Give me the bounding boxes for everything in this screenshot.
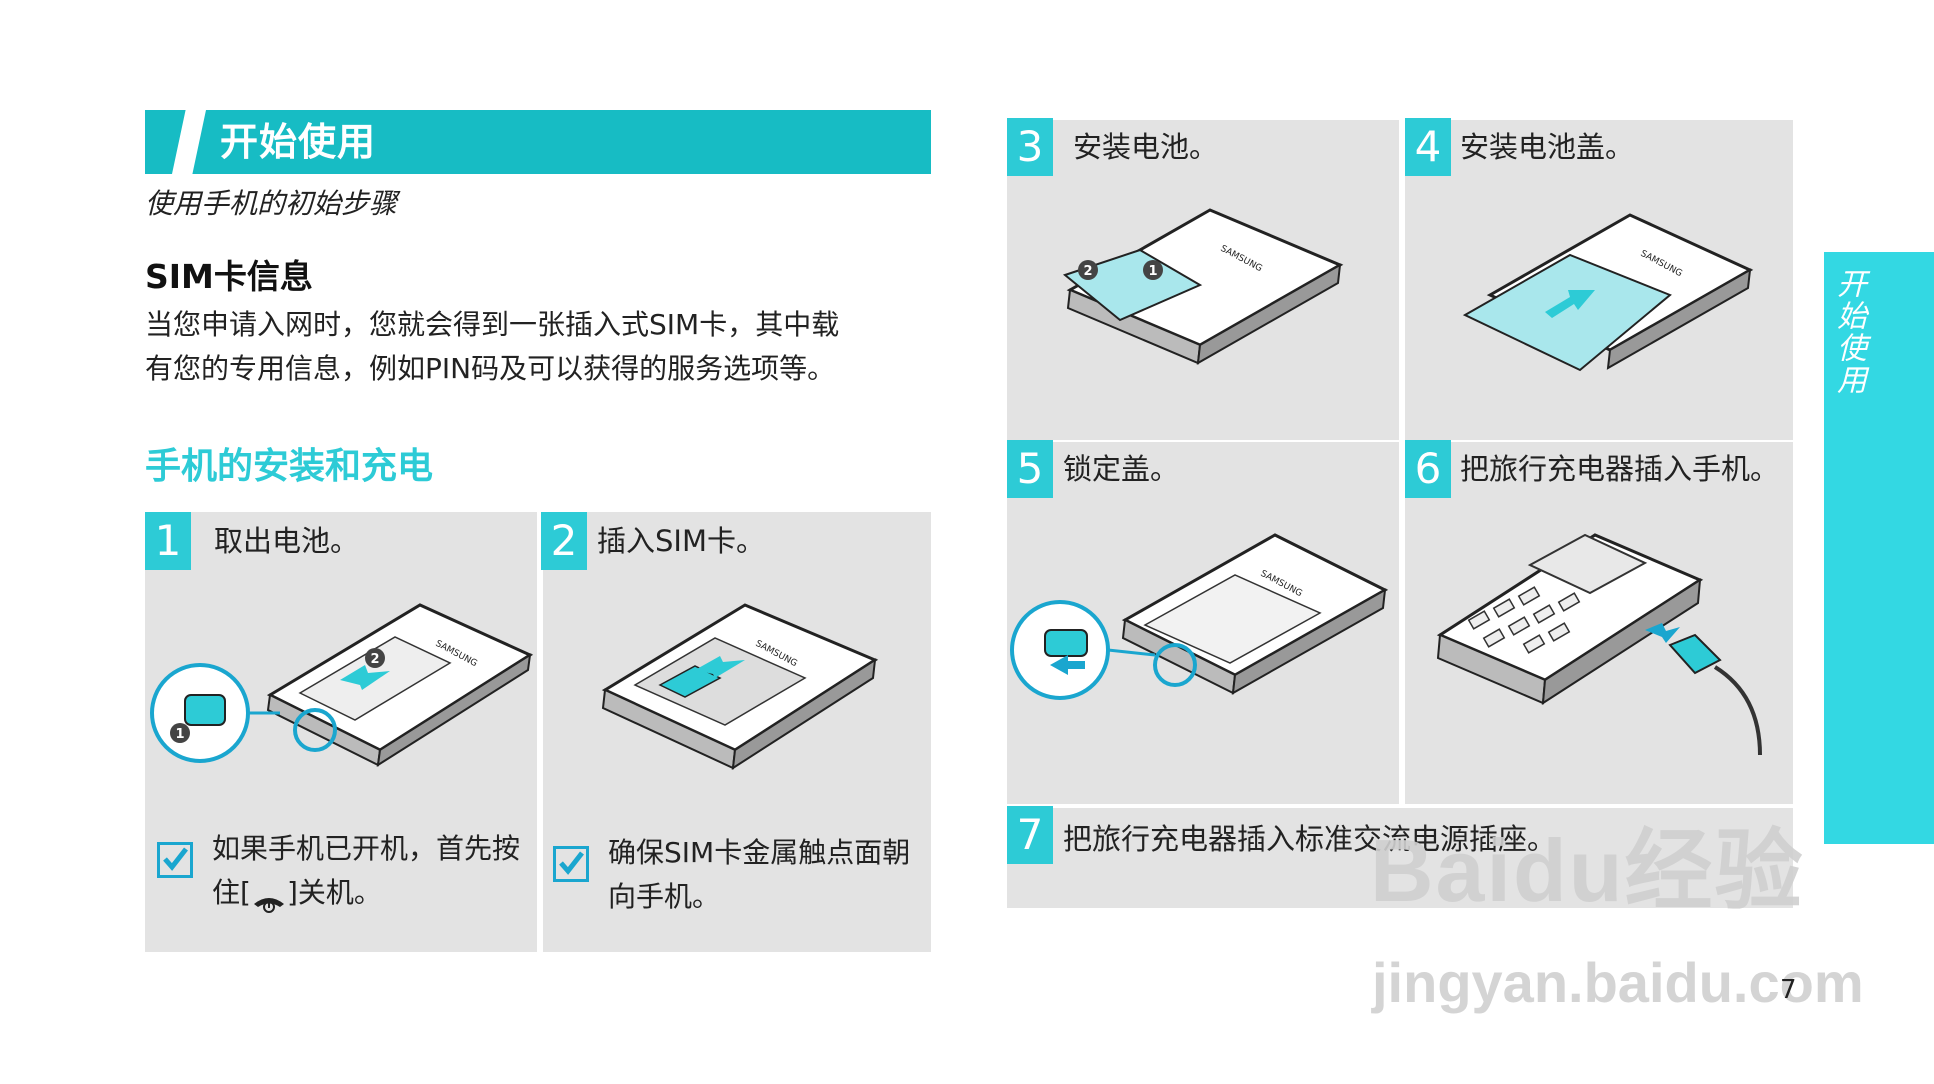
step-4-number: 4: [1405, 118, 1451, 176]
sim-info-paragraph: 当您申请入网时，您就会得到一张插入式SIM卡，其中载 有您的专用信息，例如PIN…: [145, 303, 935, 391]
marker-1-label: 1: [1148, 264, 1157, 279]
step-1-note: 如果手机已开机，首先按 住[ ]关机。: [212, 827, 520, 915]
end-call-key-icon: [251, 883, 287, 905]
sim-info-line-2: 有您的专用信息，例如PIN码及可以获得的服务选项等。: [145, 347, 935, 391]
install-charge-heading: 手机的安装和充电: [145, 437, 433, 489]
step-1-note-pre: 住[: [212, 876, 251, 909]
side-chapter-label: 开始使用: [1834, 268, 1870, 396]
step-7-number: 7: [1007, 806, 1053, 864]
marker-2-label: 2: [370, 652, 379, 667]
check-box-icon: [553, 846, 589, 882]
section-subtitle: 使用手机的初始步骤: [145, 182, 397, 222]
phone-illustration-install-cover: SAMSUNG: [1460, 200, 1760, 400]
step-3-number: 3: [1007, 118, 1053, 176]
page-number: 7: [1780, 975, 1797, 1005]
marker-2-label: 2: [1083, 264, 1092, 279]
phone-illustration-remove-battery: SAMSUNG 2 1: [150, 585, 535, 795]
step-3-text: 安装电池。: [1073, 124, 1218, 166]
phone-illustration-lock-cover: SAMSUNG: [1010, 525, 1395, 725]
step-1-text: 取出电池。: [214, 518, 359, 560]
watermark-logo: Baidu经验: [1370, 800, 1804, 927]
check-box-icon: [157, 842, 193, 878]
phone-illustration-plug-charger: [1430, 525, 1780, 765]
step-4-text: 安装电池盖。: [1460, 124, 1634, 166]
step-5-number: 5: [1007, 440, 1053, 498]
phone-illustration-install-battery: 2 1 SAMSUNG: [1060, 195, 1350, 395]
sim-info-line-1: 当您申请入网时，您就会得到一张插入式SIM卡，其中载: [145, 303, 935, 347]
step-6-text: 把旅行充电器插入手机。: [1460, 446, 1779, 488]
step-2-note: 确保SIM卡金属触点面朝 向手机。: [608, 831, 910, 919]
sim-info-heading: SIM卡信息: [145, 250, 313, 298]
step-2-note-line-1: 确保SIM卡金属触点面朝: [608, 831, 910, 875]
step-6-number: 6: [1405, 440, 1451, 498]
step-2-note-line-2: 向手机。: [608, 875, 910, 919]
step-1-note-line-2: 住[ ]关机。: [212, 871, 520, 915]
section-title: 开始使用: [220, 110, 376, 174]
step-2-text: 插入SIM卡。: [597, 518, 765, 560]
step-1-note-line-1: 如果手机已开机，首先按: [212, 827, 520, 871]
marker-1-label: 1: [175, 727, 184, 742]
step-1-note-post: ]关机。: [287, 876, 382, 909]
step-2-number: 2: [541, 512, 587, 570]
step-1-number: 1: [145, 512, 191, 570]
phone-illustration-insert-sim: SAMSUNG: [595, 590, 885, 790]
step-5-text: 锁定盖。: [1063, 446, 1179, 488]
